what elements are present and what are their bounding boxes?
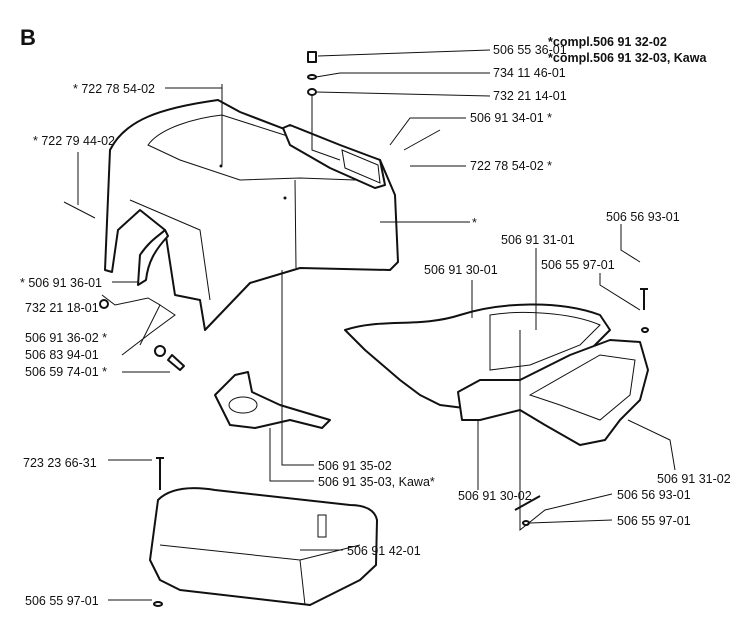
part-label: 506 91 31-01	[501, 233, 575, 247]
part-label: 506 91 42-01	[347, 544, 421, 558]
part-label: 506 55 97-01	[541, 258, 615, 272]
seat-frame-part	[457, 339, 649, 446]
part-label: 732 21 18-01	[25, 301, 99, 315]
part-label: 506 91 36-02 *	[25, 331, 107, 345]
part-label: *	[472, 216, 477, 230]
part-label: * 722 79 44-02	[33, 134, 115, 148]
part-label: 722 78 54-02 *	[470, 159, 552, 173]
part-label: 506 91 31-02	[657, 472, 731, 486]
section-letter: B	[20, 25, 36, 50]
leader-lines	[77, 49, 676, 601]
part-label: 506 91 35-02	[318, 459, 392, 473]
note-2: *compl.506 91 32-03, Kawa	[548, 51, 707, 65]
part-label: 506 91 30-01	[424, 263, 498, 277]
part-label: 506 55 97-01	[617, 514, 691, 528]
part-label: 506 59 74-01 *	[25, 365, 107, 379]
hood-part	[104, 99, 399, 331]
bracket-part	[214, 371, 331, 429]
part-label: 506 91 35-03, Kawa*	[318, 475, 435, 489]
part-label: 723 23 66-31	[23, 456, 97, 470]
note-1: *compl.506 91 32-02	[548, 35, 667, 49]
part-label: 734 11 46-01	[493, 66, 566, 80]
part-label: 506 91 30-02	[458, 489, 532, 503]
part-label: 506 56 93-01	[606, 210, 680, 224]
part-label: 506 55 36-01	[493, 43, 567, 57]
part-label: * 722 78 54-02	[73, 82, 155, 96]
part-label: 506 91 34-01 *	[470, 111, 552, 125]
part-label: 732 21 14-01	[493, 89, 567, 103]
cover-plate-part	[282, 124, 386, 189]
part-label: 506 83 94-01	[25, 348, 99, 362]
part-label: 506 55 97-01	[25, 594, 99, 608]
part-label: 506 56 93-01	[617, 488, 691, 502]
part-label: * 506 91 36-01	[20, 276, 102, 290]
battery-cover-part	[149, 487, 378, 606]
